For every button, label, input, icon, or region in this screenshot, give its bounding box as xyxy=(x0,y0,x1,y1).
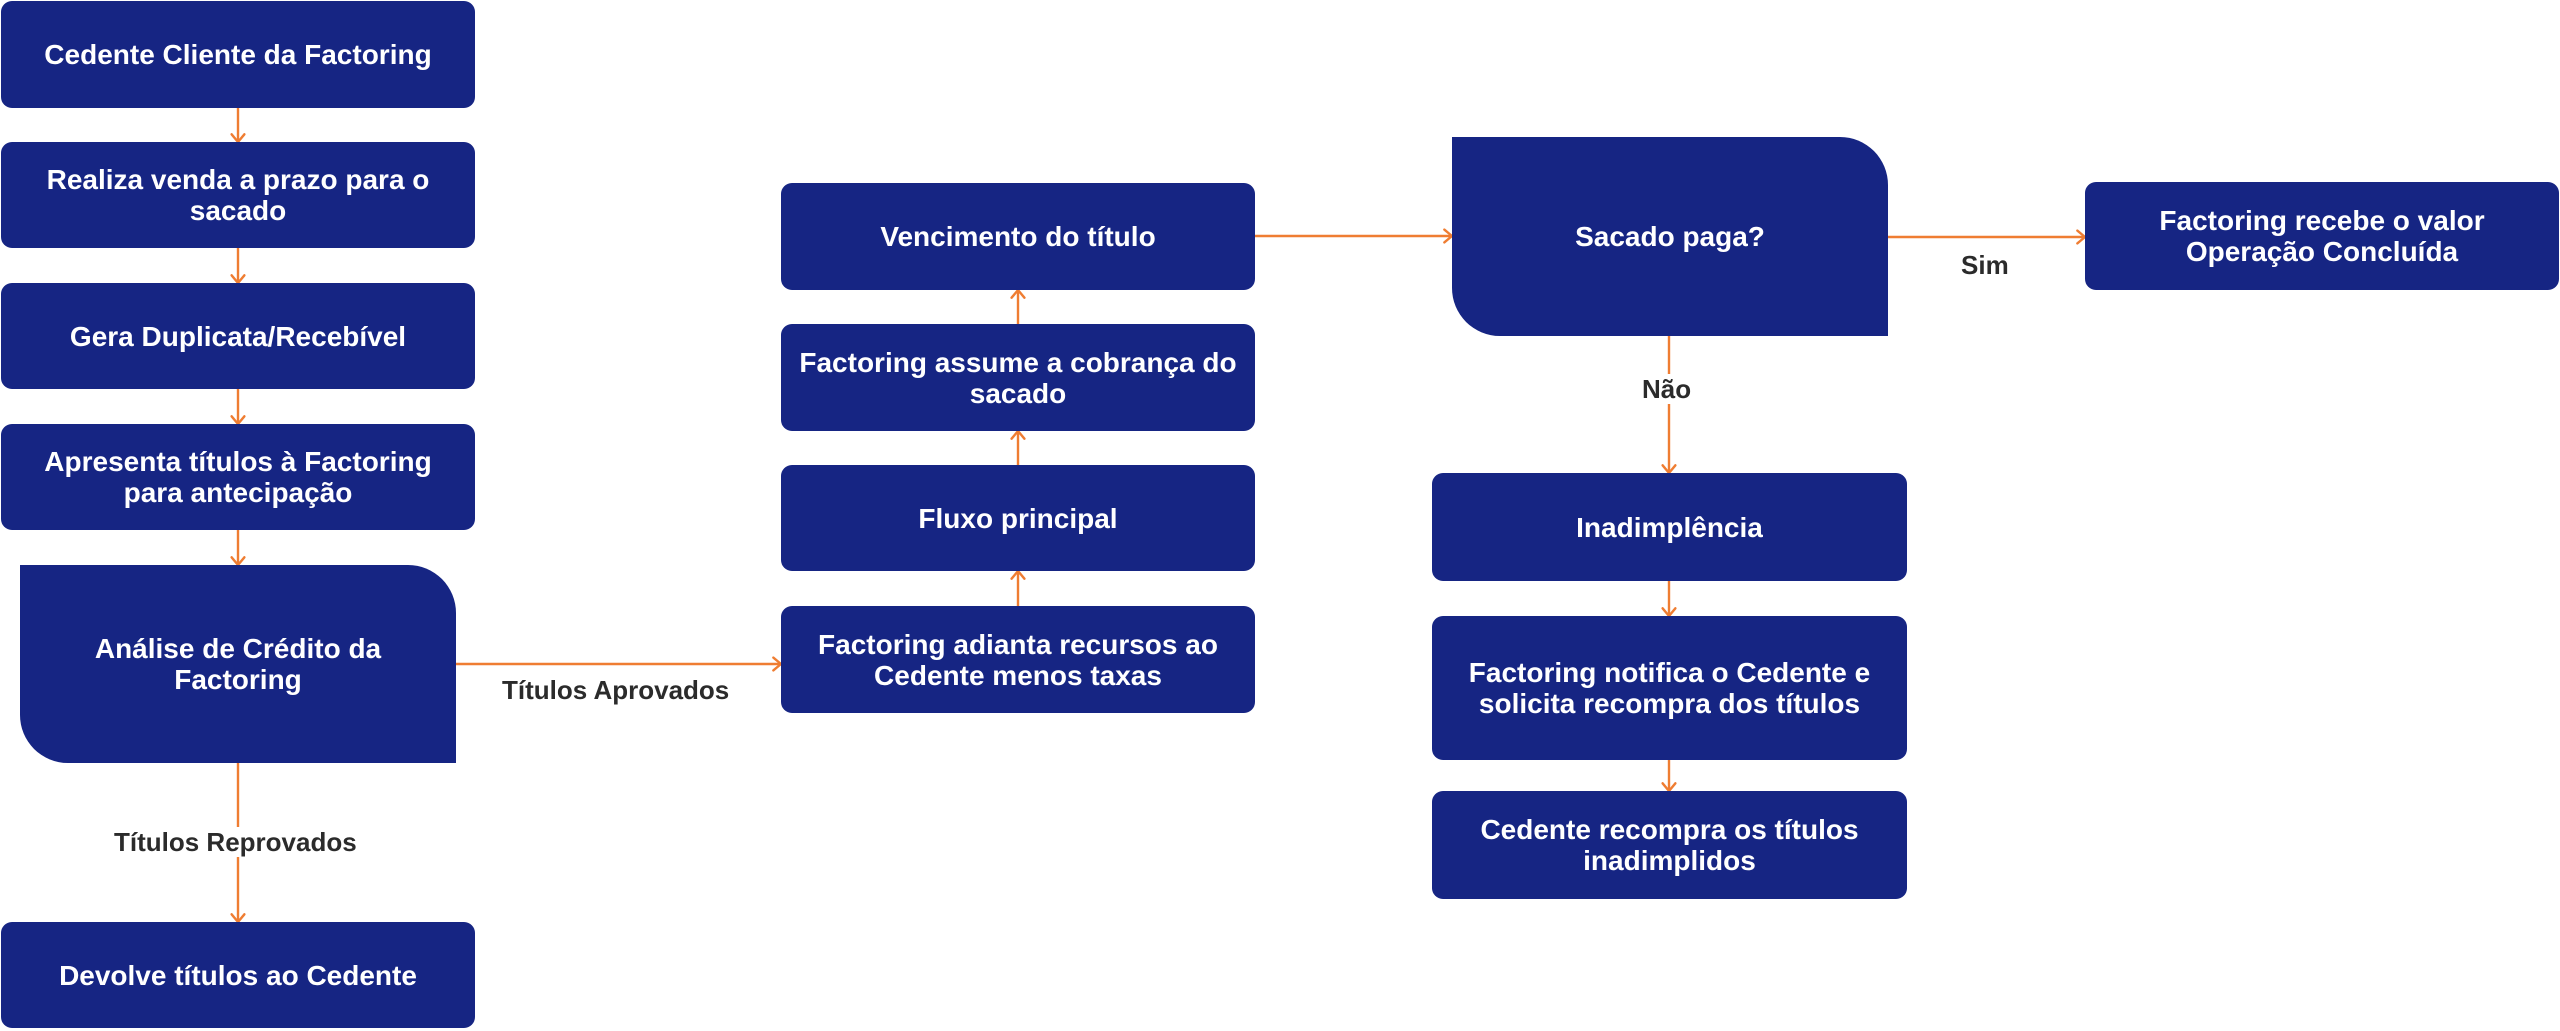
node-gera-duplicata-text: Gera Duplicata/Recebível xyxy=(69,320,407,352)
node-venda-prazo: Realiza venda a prazo para o sacado xyxy=(1,142,475,248)
node-inadimplencia: Inadimplência xyxy=(1432,473,1907,581)
node-apresenta-titulos: Apresenta títulos à Factoring para antec… xyxy=(1,424,475,530)
node-cedente-cliente-text: Cedente Cliente da Factoring xyxy=(44,39,432,70)
node-devolve-titulos: Devolve títulos ao Cedente xyxy=(1,922,475,1028)
edge-label-sim: Sim xyxy=(1955,250,2015,280)
node-venda-prazo-text: Realiza venda a prazo para o sacado xyxy=(46,164,430,226)
arrow-adianta-to-fluxo xyxy=(1010,569,1026,606)
node-apresenta-titulos-text: Apresenta títulos à Factoring para antec… xyxy=(44,446,432,508)
edge-label-titulos-reprovados: Títulos Reprovados xyxy=(108,827,363,857)
node-analise-credito: Análise de Crédito da Factoring xyxy=(20,565,456,763)
arrow-notifica-to-recompra xyxy=(1661,760,1677,793)
arrow-sacado-to-recebe xyxy=(1888,229,2087,245)
node-adianta-recursos: Factoring adianta recursos ao Cedente me… xyxy=(781,606,1255,713)
node-recompra: Cedente recompra os títulos inadimplidos xyxy=(1432,791,1907,899)
node-fluxo-principal: Fluxo principal xyxy=(781,465,1255,571)
node-devolve-titulos-text: Devolve títulos ao Cedente xyxy=(59,959,417,991)
node-notifica-cedente-text: Factoring notifica o Cedente e solicita … xyxy=(1468,657,1871,719)
node-recebe-valor: Factoring recebe o valor Operação Conclu… xyxy=(2085,182,2559,290)
node-gera-duplicata: Gera Duplicata/Recebível xyxy=(1,283,475,389)
arrow-venda-to-duplicata xyxy=(230,248,246,285)
node-fluxo-principal-text: Fluxo principal xyxy=(918,502,1118,534)
node-inadimplencia-text: Inadimplência xyxy=(1576,511,1763,543)
arrow-analise-to-adianta xyxy=(456,656,783,672)
arrow-cedente-to-venda xyxy=(230,108,246,144)
arrow-fluxo-to-assume xyxy=(1010,429,1026,465)
arrow-inadimplencia-to-notifica xyxy=(1661,581,1677,618)
node-assume-cobranca-text: Factoring assume a cobrança do sacado xyxy=(799,346,1237,409)
node-sacado-paga-text: Sacado paga? xyxy=(1575,221,1765,252)
arrow-vencimento-to-sacado xyxy=(1255,228,1454,244)
edge-label-titulos-aprovados: Títulos Aprovados xyxy=(496,675,736,705)
node-vencimento-text: Vencimento do título xyxy=(880,221,1156,252)
node-assume-cobranca: Factoring assume a cobrança do sacado xyxy=(781,324,1255,431)
edge-label-nao: Não xyxy=(1636,374,1698,404)
node-adianta-recursos-text: Factoring adianta recursos ao Cedente me… xyxy=(818,628,1218,691)
node-vencimento: Vencimento do título xyxy=(781,183,1255,290)
node-analise-credito-text: Análise de Crédito da Factoring xyxy=(94,633,382,695)
arrow-apresenta-to-analise xyxy=(230,530,246,567)
node-recompra-text: Cedente recompra os títulos inadimplidos xyxy=(1480,814,1859,876)
arrow-duplicata-to-apresenta xyxy=(230,389,246,426)
node-recebe-valor-text: Factoring recebe o valor Operação Conclu… xyxy=(2159,205,2485,267)
node-sacado-paga: Sacado paga? xyxy=(1452,137,1888,336)
node-cedente-cliente: Cedente Cliente da Factoring xyxy=(1,1,475,108)
arrow-sacado-to-inadimplencia xyxy=(1661,336,1677,475)
arrow-assume-to-vencimento xyxy=(1010,288,1026,324)
node-notifica-cedente: Factoring notifica o Cedente e solicita … xyxy=(1432,616,1907,760)
